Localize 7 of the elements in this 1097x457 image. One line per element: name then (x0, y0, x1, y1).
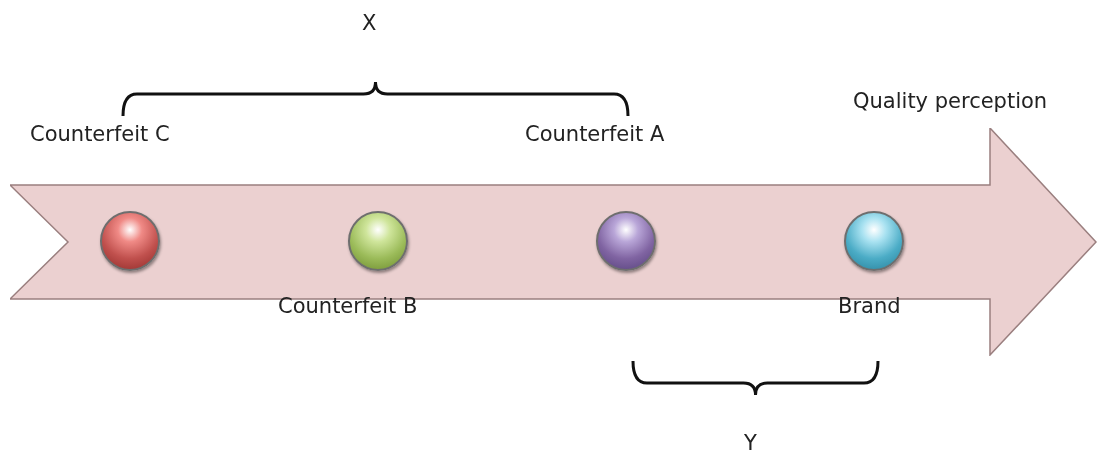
scale-label: Quality perception (853, 88, 1048, 114)
scale-label: Brand (838, 293, 901, 319)
scale-label: Counterfeit A (525, 121, 665, 147)
brace-label: Y (744, 430, 757, 456)
scale-label: Counterfeit B (278, 293, 418, 319)
scale-label: Counterfeit C (30, 121, 170, 147)
brace-label: X (362, 10, 377, 36)
